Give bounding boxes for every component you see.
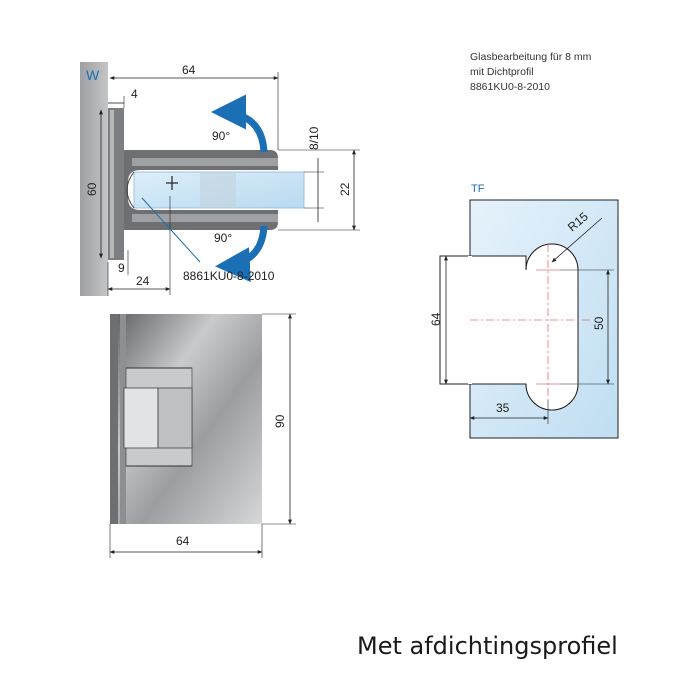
caption: Met afdichtingsprofiel — [357, 632, 618, 660]
note-line-1: Glasbearbeitung für 8 mm — [470, 51, 592, 63]
rotation-arrow-top-icon — [211, 94, 268, 153]
cutout-dim-depth-label: 35 — [496, 401, 510, 415]
hinge-body — [124, 150, 278, 230]
cutout-dim-height-label: 64 — [429, 312, 443, 326]
front-dim-height-label: 90 — [273, 414, 287, 428]
processing-note: Glasbearbeitung für 8 mm mit Dichtprofil… — [470, 50, 591, 95]
note-line-2: mit Dichtprofil — [470, 66, 534, 78]
dim-height-label: 60 — [85, 182, 99, 196]
part-number-label: 8861KU0-8-2010 — [183, 269, 275, 283]
dim-offset-label: 4 — [131, 87, 138, 101]
cutout-view: TF R15 64 50 35 — [429, 183, 619, 439]
dim-bottom-label: 24 — [136, 274, 150, 288]
dim-bottom-left-label: 9 — [118, 261, 125, 275]
cutout-label: TF — [471, 183, 485, 195]
dim-depth-label: 22 — [338, 182, 352, 196]
wall-label: W — [86, 67, 100, 83]
dim-glass-label: 8/10 — [307, 126, 321, 150]
note-line-3: 8861KU0-8-2010 — [470, 81, 550, 93]
rotation-bottom-label: 90° — [214, 231, 232, 245]
front-dim-width-label: 64 — [176, 534, 190, 548]
rotation-arrow-bottom-icon — [215, 225, 268, 283]
top-view: W 90° 90° 64 4 60 8/10 — [80, 62, 360, 296]
cutout-dim-inner-label: 50 — [592, 316, 606, 330]
rotation-top-label: 90° — [212, 129, 230, 143]
dim-width-label: 64 — [182, 63, 196, 77]
wall-block — [80, 62, 108, 296]
front-view: 90 64 — [109, 313, 296, 558]
